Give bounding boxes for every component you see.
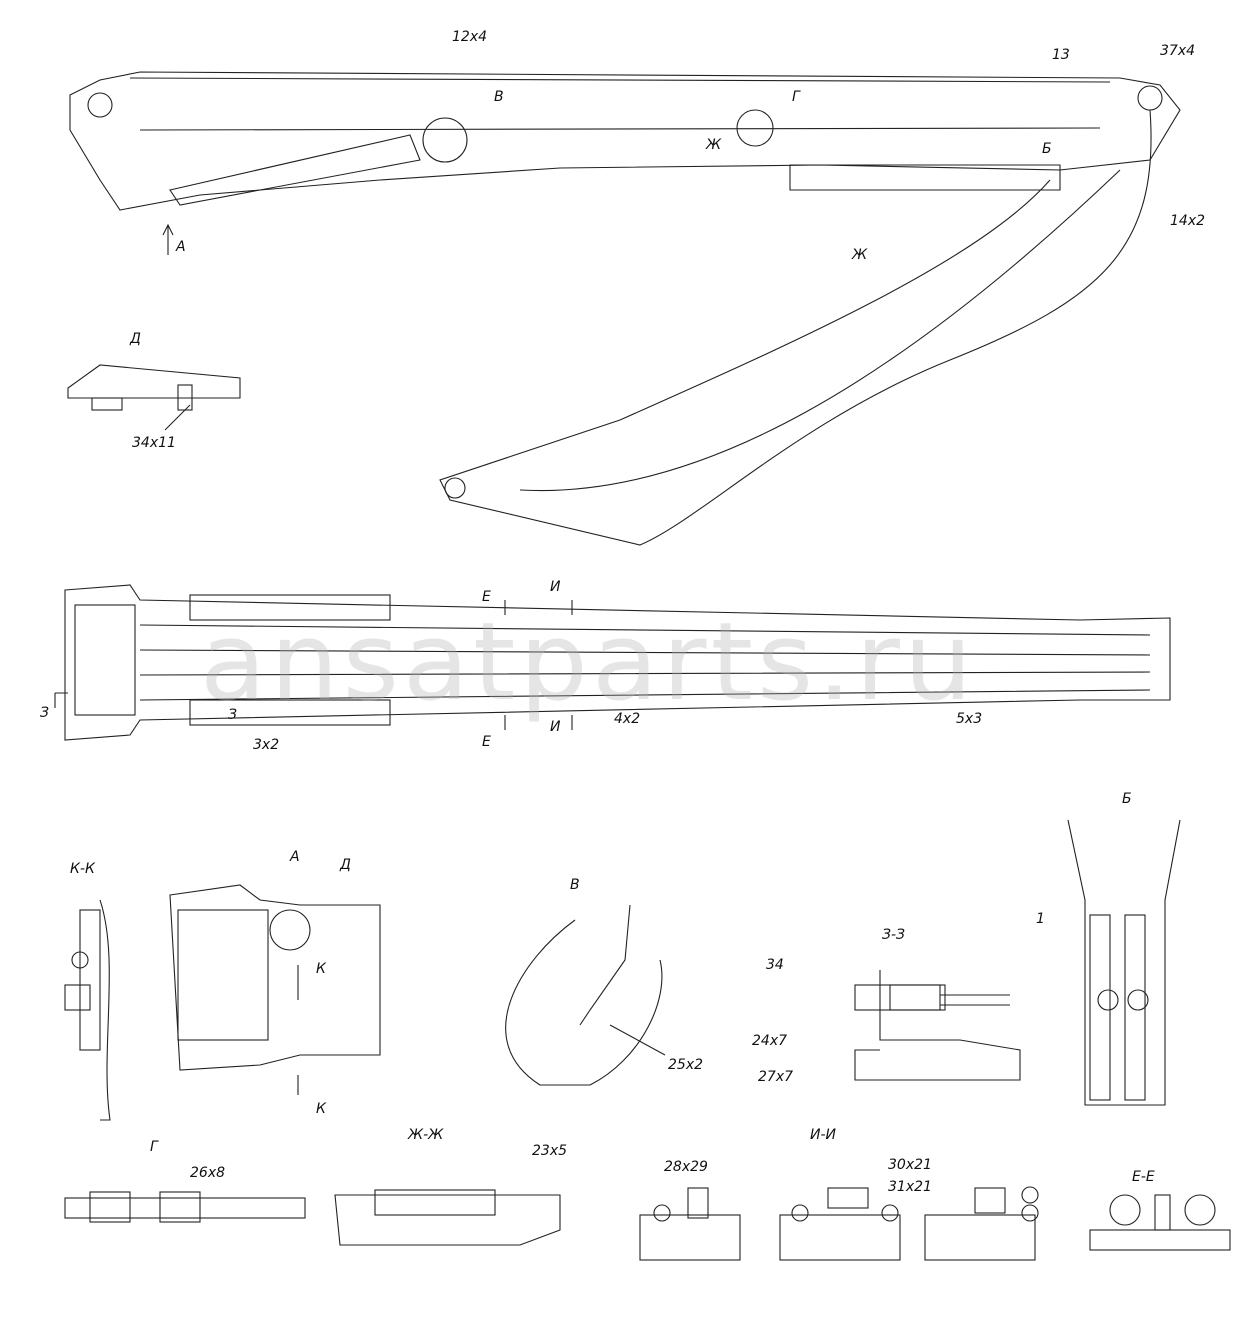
boom-side-view xyxy=(69,71,1181,546)
view-a-k-mark: К xyxy=(316,961,326,977)
view-a-drawing xyxy=(169,884,381,1095)
callout-31x21: 31x21 xyxy=(888,1179,932,1195)
section-ee-drawing xyxy=(1089,1194,1231,1251)
section-mark-i-2: И xyxy=(550,719,561,735)
view-a-title: А xyxy=(290,849,300,865)
callout-34x11: 34x11 xyxy=(132,435,176,451)
section-zhzh-drawing xyxy=(334,1189,561,1246)
callout-24x7: 24x7 xyxy=(752,1033,788,1049)
callout-3x2: 3x2 xyxy=(253,737,280,753)
callout-12x4: 12x4 xyxy=(452,29,488,45)
detail-d-title: Д xyxy=(130,331,141,347)
callout-5x3: 5x3 xyxy=(956,711,983,727)
callout-4x2: 4x2 xyxy=(614,711,641,727)
view-v-drawing xyxy=(505,904,666,1086)
callout-27x7: 27x7 xyxy=(758,1069,794,1085)
view-mark-b: Б xyxy=(1042,141,1052,157)
section-mark-z: З xyxy=(40,705,49,721)
section-ii-title: И-И xyxy=(810,1127,836,1143)
section-mark-zh-2: Ж xyxy=(852,247,868,263)
section-kk-drawing xyxy=(64,899,111,1121)
section-g-drawing xyxy=(64,1191,306,1223)
callout-13: 13 xyxy=(1052,47,1070,63)
section-mark-e: Е xyxy=(482,589,491,605)
section-zhzh-title: Ж-Ж xyxy=(408,1127,444,1143)
view-b-drawing xyxy=(1067,819,1181,1106)
section-mark-e-2: Е xyxy=(482,734,491,750)
view-mark-a: А xyxy=(176,239,186,255)
view-b-title: Б xyxy=(1122,791,1132,807)
view-v-title: В xyxy=(570,877,580,893)
section-zz-title: З-З xyxy=(882,927,906,943)
watermark: ansatparts.ru xyxy=(200,600,977,725)
section-zz-drawing xyxy=(854,970,1021,1081)
callout-14x2: 14x2 xyxy=(1170,213,1206,229)
detail-d-drawing xyxy=(67,364,241,431)
section-mark-i: И xyxy=(550,579,561,595)
callout-30x21: 30x21 xyxy=(888,1157,932,1173)
section-kk-title: К-К xyxy=(70,861,95,877)
callout-26x8: 26x8 xyxy=(190,1165,226,1181)
callout-25x2: 25x2 xyxy=(668,1057,704,1073)
view-a-d-mark: Д xyxy=(340,857,351,873)
section-mark-z-2: З xyxy=(228,707,237,723)
section-ee-title: Е-Е xyxy=(1132,1169,1155,1185)
view-g-title: Г xyxy=(150,1139,158,1155)
boom-top-view xyxy=(54,584,1171,741)
callout-28x29: 28x29 xyxy=(664,1159,708,1175)
section-ii-drawing xyxy=(639,1186,1039,1261)
callout-34: 34 xyxy=(766,957,784,973)
callout-1: 1 xyxy=(1036,911,1045,927)
callout-37x4: 37x4 xyxy=(1160,43,1196,59)
callout-23x5: 23x5 xyxy=(532,1143,568,1159)
view-mark-v: В xyxy=(494,89,504,105)
section-mark-zh: Ж xyxy=(706,137,722,153)
view-mark-g: Г xyxy=(792,89,800,105)
view-a-k-mark-2: К xyxy=(316,1101,326,1117)
